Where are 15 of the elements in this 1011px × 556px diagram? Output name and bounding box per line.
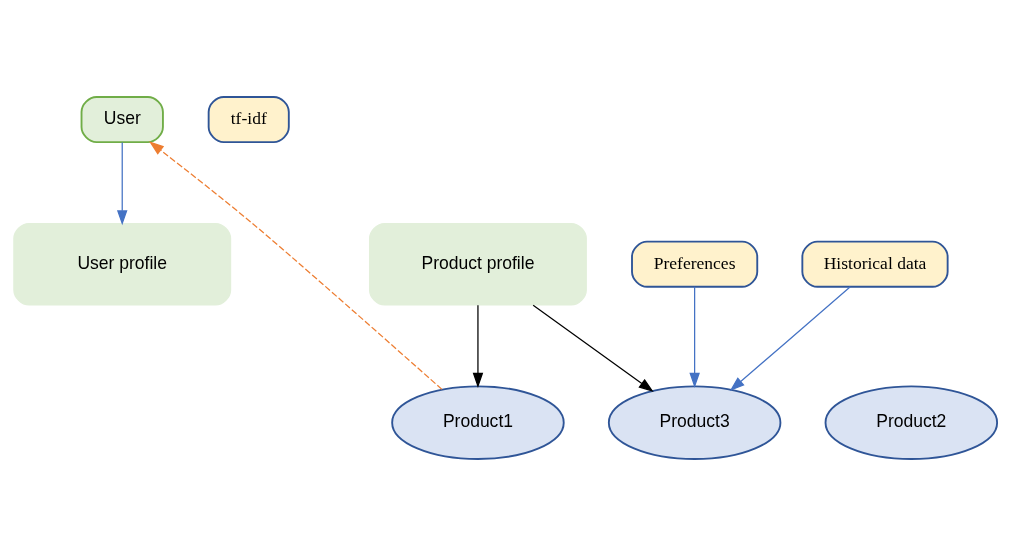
node-ellipse: Product1 <box>391 385 565 460</box>
node-box: User <box>80 96 164 144</box>
node-ellipse: Product2 <box>824 385 999 460</box>
arrow <box>116 141 128 226</box>
arrow <box>149 141 443 390</box>
arrow <box>532 304 654 392</box>
node-box: Product profile <box>368 222 587 306</box>
node-box: User profile <box>13 222 232 306</box>
node-box: Historical data <box>801 240 949 288</box>
node-box: tf-idf <box>207 96 290 144</box>
node-box: Preferences <box>631 240 759 288</box>
arrow <box>729 286 851 392</box>
node-ellipse: Product3 <box>607 385 782 460</box>
arrow <box>472 304 484 388</box>
arrow <box>689 286 700 388</box>
